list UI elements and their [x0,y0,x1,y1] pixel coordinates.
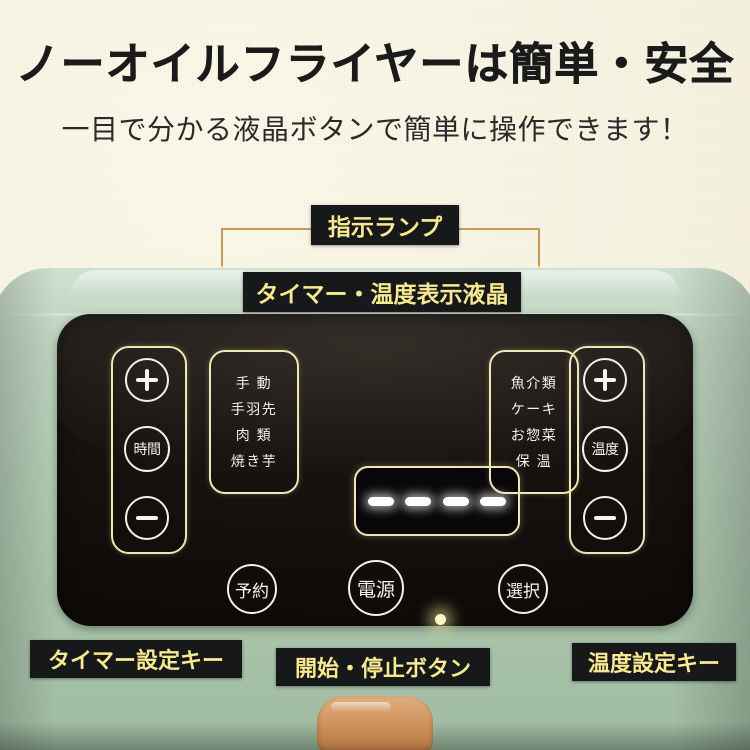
callout-timer-temp-lcd: タイマー・温度表示液晶 [243,272,521,312]
callout-indicator-lamp-label: 指示ランプ [327,215,443,241]
menu-item-keep-warm[interactable]: 保 温 [515,453,553,469]
reserve-button-label: 予約 [235,581,269,601]
minus-icon [136,507,158,529]
power-indicator-glow [435,614,446,625]
callout-timer-setting-key: タイマー設定キー [30,640,242,678]
callout-indicator-lamp: 指示ランプ [311,205,459,245]
plus-icon [594,369,616,391]
select-button-label: 選択 [506,581,540,601]
temp-label-text: 温度 [591,441,620,457]
callout-temp-setting-key: 温度設定キー [572,643,736,681]
leader-indicator-left-h [221,228,331,230]
lcd-segment [480,496,507,506]
timer-label-button[interactable]: 時間 [124,426,170,472]
page-title: ノーオイルフライヤーは簡単・安全 [15,39,735,90]
temp-minus-button[interactable] [583,496,627,540]
select-button[interactable]: 選択 [498,564,548,614]
power-button-label: 電源 [356,579,395,601]
minus-icon [594,507,616,529]
lcd-display [354,466,520,536]
reserve-button[interactable]: 予約 [227,564,277,614]
plus-icon [136,369,158,391]
menu-item-meat[interactable]: 肉 類 [235,427,273,443]
power-button[interactable]: 電源 [348,560,404,616]
lcd-segment [442,496,469,506]
menu-item-seafood[interactable]: 魚介類 [510,375,558,391]
timer-plus-button[interactable] [125,358,169,402]
menu-item-chicken-wings[interactable]: 手羽先 [230,401,278,417]
callout-start-stop-button: 開始・停止ボタン [276,648,490,686]
control-panel: 時間 手 動 手羽先 肉 類 焼き芋 魚 [57,314,693,626]
timer-label-text: 時間 [133,441,162,457]
temp-plus-button[interactable] [583,358,627,402]
lcd-segment [405,496,432,506]
right-menu-panel[interactable]: 魚介類 ケーキ お惣菜 保 温 [489,350,579,494]
appliance-handle [317,696,433,750]
timer-minus-button[interactable] [125,496,169,540]
timer-key-group[interactable]: 時間 [111,346,187,554]
left-menu-panel[interactable]: 手 動 手羽先 肉 類 焼き芋 [209,350,299,494]
lcd-segment [367,496,394,506]
page-subtitle: 一目で分かる液晶ボタンで簡単に操作できます！ [61,113,689,146]
menu-item-side-dish[interactable]: お惣菜 [510,427,558,443]
handle-highlight [331,702,391,712]
callout-timer-temp-lcd-label: タイマー・温度表示液晶 [255,282,509,308]
leader-indicator-left-v-tan [221,228,223,268]
temperature-key-group[interactable]: 温度 [569,346,645,554]
menu-item-cake[interactable]: ケーキ [510,401,558,417]
leader-indicator-right-h [438,228,540,230]
leader-indicator-right-v-tan [538,228,540,268]
callout-temp-setting-key-label: 温度設定キー [587,652,720,677]
callout-timer-setting-key-label: タイマー設定キー [47,649,224,674]
menu-item-manual[interactable]: 手 動 [235,375,273,391]
menu-item-baked-potato[interactable]: 焼き芋 [230,453,278,469]
callout-start-stop-button-label: 開始・停止ボタン [294,657,471,682]
temp-label-button[interactable]: 温度 [582,426,628,472]
